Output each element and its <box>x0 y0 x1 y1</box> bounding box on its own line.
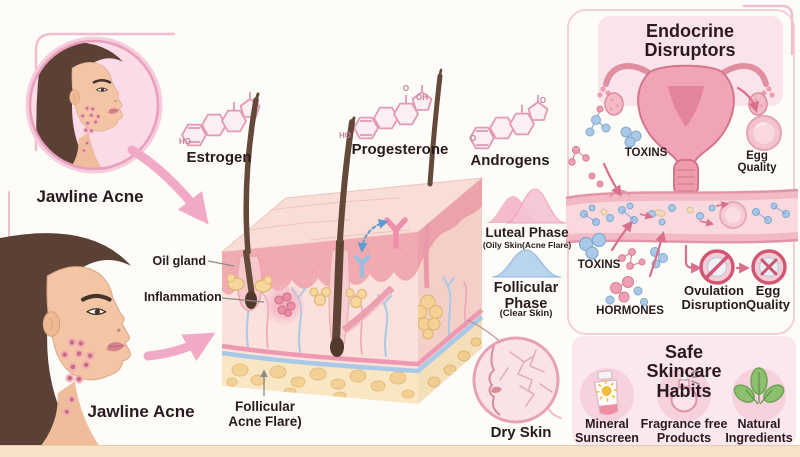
androgens-o-top-label: O <box>539 96 547 105</box>
progesterone-o-label: O <box>402 84 410 93</box>
toxins-upper-label: TOXINS <box>624 147 668 159</box>
luteal-phase-sub: (Oily Skin(Acne Flare) <box>482 240 572 250</box>
progesterone-ho-label: HO <box>339 131 351 140</box>
follicular-phase-curve <box>491 249 562 278</box>
egg-quality-lower-label: Egg Quality <box>745 283 791 313</box>
natural-ingredients-label: Natural Ingredients <box>725 417 793 445</box>
uterus-illustration <box>597 63 775 197</box>
inflammation-label: Inflammation <box>144 290 222 304</box>
inset-caption: Jawline Acne <box>36 187 144 206</box>
dry-skin-inset <box>472 336 560 424</box>
toxin-molecules-lower <box>578 232 668 270</box>
leaves-icon <box>733 367 785 405</box>
ovulation-disruption-label: Ovulation Disruption <box>681 283 747 313</box>
skin-cross-section <box>220 68 484 404</box>
oil-gland-label: Oil gland <box>152 254 206 268</box>
face-caption: Jawline Acne <box>87 402 195 421</box>
hormone-molecules <box>605 276 649 307</box>
estrogen-label: Estrogen <box>186 149 252 166</box>
ovulation-disruption-icon <box>699 249 735 285</box>
acne-face-inset <box>25 36 163 174</box>
egg-quality-upper-label: Egg Quality <box>737 150 777 175</box>
hormones-label: HORMONES <box>596 305 664 317</box>
toxins-lower-label: TOXINS <box>577 259 621 271</box>
follicular-phase-label: Follicular Phase <box>493 280 559 312</box>
bottom-accent-strip <box>0 445 800 457</box>
endocrine-title: Endocrine Disruptors <box>644 21 736 61</box>
estrogen-ho-label: HO <box>179 137 191 146</box>
egg-quality-prohibited-icon <box>751 249 787 285</box>
luteal-phase-label: Luteal Phase <box>485 225 569 240</box>
skincare-icons <box>580 367 786 422</box>
follicular-phase-sub: (Clear Skin) <box>499 308 553 319</box>
androgens-label: Androgens <box>470 152 550 169</box>
frame-brackets <box>8 4 795 419</box>
endocrine-arrows <box>602 86 760 278</box>
hormone-receptor-icons <box>353 217 408 279</box>
toxin-molecules-upper <box>568 105 642 188</box>
flow-arrows <box>127 145 216 362</box>
egg-quality-icon <box>746 115 782 151</box>
luteal-phase-curve <box>484 188 567 224</box>
progesterone-label: Progesterone <box>351 141 449 158</box>
androgens-structure-icon <box>469 94 549 150</box>
androgens-o-label: O <box>469 134 477 143</box>
progesterone-oh-label: OH <box>416 93 428 102</box>
skincare-title: Safe Skincare Habits <box>646 342 722 401</box>
sunscreen-tube-icon <box>593 369 619 416</box>
dry-skin-label: Dry Skin <box>490 424 552 441</box>
mineral-sunscreen-label: Mineral Sunscreen <box>575 417 639 445</box>
fragrance-free-label: Fragrance free Products <box>640 417 728 445</box>
spray-bottle-icon <box>670 368 702 413</box>
follicular-flare-label: Follicular Acne Flare) <box>228 399 302 429</box>
